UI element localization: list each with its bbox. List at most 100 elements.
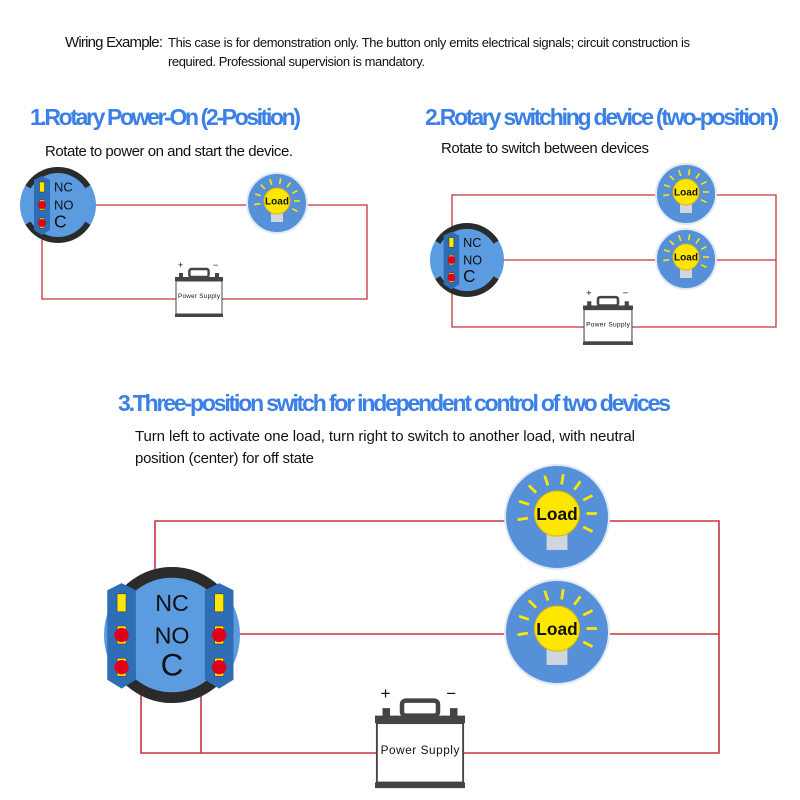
bulb-base-icon [271, 212, 283, 222]
bulb-icon [672, 243, 700, 271]
terminal-pin [116, 593, 127, 612]
light-ray [543, 590, 550, 601]
terminal-label-nc: NC [54, 180, 73, 195]
section-2-rotary-switch: NC NOC [430, 223, 504, 297]
light-ray [700, 245, 707, 250]
section-3-load-1: Load [504, 464, 610, 570]
terminal-label-no: NO [155, 622, 190, 648]
plus-sign: + [586, 288, 591, 298]
light-ray [700, 199, 707, 204]
bulb-icon [263, 187, 291, 215]
light-ray [560, 473, 565, 485]
wire [451, 194, 777, 328]
power-supply-label: Power Supply [586, 321, 630, 328]
section-1-power-supply: +−Power Supply [175, 260, 223, 317]
terminal-label-nc: NC [155, 590, 189, 616]
load-label: Load [536, 619, 577, 639]
light-ray [582, 494, 594, 502]
battery-top [175, 277, 223, 281]
light-ray [518, 499, 530, 506]
light-ray [518, 614, 530, 621]
light-ray [695, 172, 701, 179]
light-ray [700, 264, 707, 269]
terminal-dot [447, 256, 456, 264]
switch-bezel-top [25, 167, 91, 189]
light-ray [678, 234, 682, 242]
section-2-title: 2.Rotary switching device (two-position) [425, 104, 779, 130]
light-ray [669, 240, 675, 246]
light-ray [517, 516, 529, 522]
bulb-icon [672, 178, 700, 206]
section-2-power-supply: + − Power Supply [583, 288, 633, 345]
terminal-label-c: C [463, 267, 475, 286]
bulb-icon [533, 490, 581, 537]
light-ray [517, 631, 529, 637]
battery-body [375, 722, 465, 784]
minus-sign: − [446, 684, 456, 703]
battery-terminal-plus [382, 708, 390, 718]
light-ray [254, 202, 261, 206]
light-ray [582, 609, 594, 617]
load-label: Load [265, 197, 289, 208]
light-ray [663, 184, 671, 188]
section-3-subtitle-line-2: position (center) for off state [135, 450, 314, 467]
minus-sign: − [213, 260, 218, 270]
switch-bezel-bottom [435, 275, 499, 297]
load-label: Load [674, 253, 698, 264]
light-ray [669, 175, 675, 181]
light-ray [254, 193, 262, 197]
plus-sign: + [178, 260, 183, 270]
battery-handle [399, 698, 441, 718]
section-1-title: 1.Rotary Power-On (2-Position) [30, 104, 301, 130]
light-ray [582, 525, 594, 533]
terminal-dot [38, 201, 46, 209]
battery-terminal-plus [587, 301, 592, 307]
bulb-base-icon [680, 203, 692, 213]
terminal-dot [212, 627, 227, 643]
battery-terminal-minus [450, 708, 458, 718]
disclaimer-line-1: This case is for demonstration only. The… [168, 35, 691, 50]
plus-sign: + [381, 684, 391, 703]
light-ray [543, 475, 550, 486]
light-ray [573, 595, 582, 606]
bulb-base-icon [680, 268, 692, 278]
section-3-load-2: Load [504, 579, 610, 685]
battery-handle [188, 267, 210, 279]
battery-handle [596, 295, 620, 307]
terminal-label-no: NO [463, 254, 482, 268]
battery-body [175, 280, 223, 315]
disclaimer-line-2: required. Professional supervision is ma… [168, 54, 425, 69]
section-3-power-supply: + − Power Supply [375, 684, 465, 789]
light-ray [573, 480, 582, 491]
light-ray [663, 258, 670, 262]
battery-terminal-minus [215, 273, 219, 278]
terminal-dot [114, 660, 129, 675]
power-supply-label: Power Supply [381, 743, 460, 757]
battery-top [375, 715, 465, 724]
bulb-base-icon [546, 647, 568, 665]
minus-sign: − [623, 288, 629, 298]
terminal-label-c: C [54, 212, 67, 232]
battery-bottom [375, 782, 465, 789]
terminal-dot [114, 627, 129, 643]
light-ray [582, 640, 594, 648]
light-ray [560, 588, 565, 600]
terminal-pin [214, 593, 224, 612]
terminal-dot [212, 660, 227, 675]
battery-terminal-plus [179, 273, 183, 278]
battery-terminal-minus [624, 301, 629, 307]
light-ray [260, 184, 266, 190]
light-ray [278, 178, 282, 185]
terminal-dot [38, 219, 46, 227]
battery-body [583, 309, 633, 343]
light-ray [678, 169, 682, 177]
light-ray [663, 193, 670, 197]
load-label: Load [674, 188, 698, 199]
terminal-label-nc: NC [463, 236, 481, 250]
bulb-icon [533, 605, 581, 652]
section-2-load-2: Load [655, 228, 717, 290]
